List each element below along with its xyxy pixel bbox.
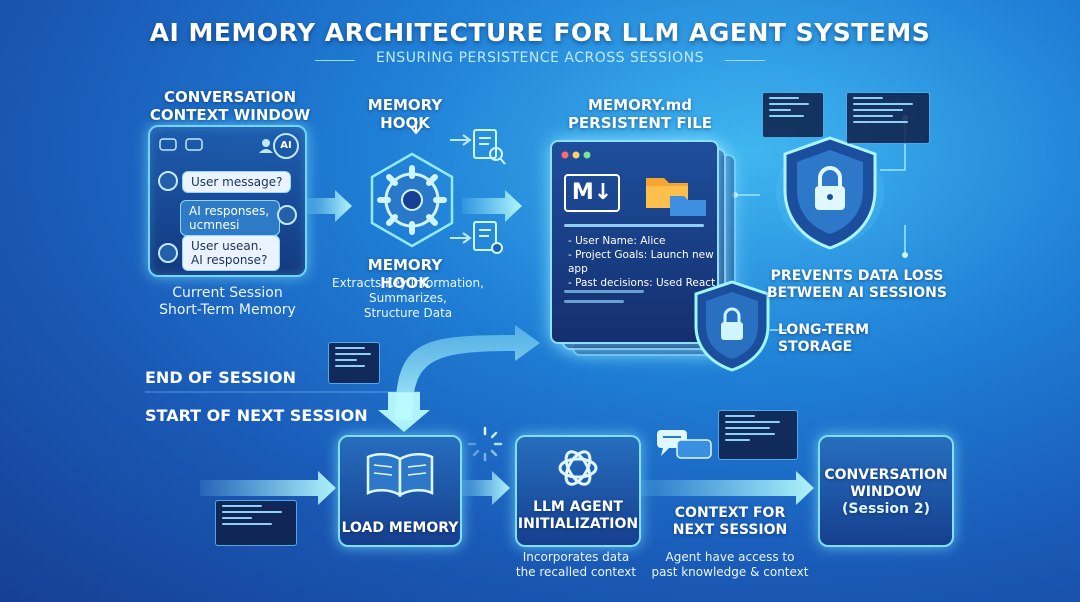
user-avatar bbox=[158, 243, 178, 263]
memory-file-document: M↓ - User Name: Alice - Project Goals: L… bbox=[550, 140, 719, 344]
loading-spinner-icon bbox=[467, 426, 503, 462]
load-memory-label: LOAD MEMORY bbox=[341, 520, 459, 536]
code-snippet-window bbox=[846, 92, 930, 144]
start-of-next-session-label: START OF NEXT SESSION bbox=[145, 406, 368, 425]
memory-hook-caption: Extracts Key Information, Summarizes, St… bbox=[332, 276, 484, 320]
context-window-caption: Current Session Short-Term Memory bbox=[159, 285, 296, 318]
arrow-curve-up bbox=[395, 325, 540, 420]
code-snippet-window bbox=[762, 92, 824, 138]
subtitle-divider-right bbox=[725, 60, 765, 61]
context-window-heading: CONVERSATION CONTEXT WINDOW bbox=[149, 88, 311, 124]
page-title: AI MEMORY ARCHITECTURE FOR LLM AGENT SYS… bbox=[149, 18, 931, 47]
prevents-data-loss-caption: PREVENTS DATA LOSS BETWEEN AI SESSIONS bbox=[767, 268, 947, 301]
code-snippet-window bbox=[328, 342, 380, 384]
shield-lock-icon bbox=[694, 280, 770, 372]
memory-entry: - Project Goals: Launch new app bbox=[568, 249, 714, 275]
gear-icon bbox=[370, 152, 454, 248]
openai-knot-icon bbox=[558, 450, 598, 486]
ai-response-bubble: AI responses, ucmnesi bbox=[180, 200, 280, 236]
agent-init-box: LLM AGENT INITIALIZATION bbox=[515, 435, 641, 547]
conversation-window-label: CONVERSATION WINDOW (Session 2) bbox=[824, 467, 948, 517]
page-subtitle: ENSURING PERSISTENCE ACROSS SESSIONS bbox=[375, 50, 705, 66]
end-of-session-label: END OF SESSION bbox=[145, 368, 296, 387]
long-term-storage-label: LONG-TERM STORAGE bbox=[778, 322, 870, 355]
book-icon bbox=[366, 453, 434, 498]
markdown-icon: M↓ bbox=[564, 174, 620, 212]
document-settings-icon bbox=[473, 221, 503, 254]
user-avatar bbox=[158, 171, 178, 191]
arrow-init-to-window bbox=[640, 471, 814, 505]
context-next-session-label: CONTEXT FOR NEXT SESSION bbox=[672, 505, 788, 538]
agent-init-label: LLM AGENT INITIALIZATION bbox=[517, 499, 639, 532]
arrow-hook-to-file bbox=[462, 190, 522, 222]
agent-init-caption: Incorporates data the recalled context bbox=[515, 550, 637, 579]
code-snippet-window bbox=[215, 500, 297, 546]
code-snippet-window bbox=[718, 410, 798, 460]
memory-entry: - User Name: Alice bbox=[568, 235, 666, 247]
document-search-icon bbox=[473, 129, 506, 165]
memory-hook-heading-top: MEMORY HOOK bbox=[367, 96, 443, 132]
chat-bubbles-icon bbox=[657, 430, 712, 459]
memory-file-heading: MEMORY.md PERSISTENT FILE bbox=[567, 96, 713, 132]
load-memory-box: LOAD MEMORY bbox=[338, 435, 462, 547]
arrow-curve-down bbox=[378, 392, 430, 432]
arrow-in-load bbox=[200, 471, 336, 505]
context-next-caption: Agent have access to past knowledge & co… bbox=[651, 550, 809, 579]
down-arrow-icon bbox=[410, 118, 422, 135]
window-dots bbox=[561, 151, 591, 159]
conversation-window-session2-box: CONVERSATION WINDOW (Session 2) bbox=[818, 435, 954, 547]
memory-file-entries: - User Name: Alice - Project Goals: Laun… bbox=[568, 234, 717, 290]
context-window-panel: AI User message? AI responses, ucmnesi U… bbox=[148, 125, 307, 277]
folder-icon bbox=[646, 178, 706, 216]
chat-icon bbox=[185, 138, 203, 151]
subtitle-divider-left bbox=[315, 60, 355, 61]
user-icon bbox=[262, 139, 270, 147]
memory-hook-heading-bottom: MEMORY HOOK bbox=[367, 256, 443, 292]
context-toolbar bbox=[159, 138, 273, 153]
arrow-context-to-hook bbox=[305, 190, 352, 222]
memory-entry: - Past decisions: Used React bbox=[568, 277, 716, 289]
ai-chip-icon: AI bbox=[273, 133, 299, 159]
chat-icon bbox=[159, 138, 177, 151]
shield-icon bbox=[776, 136, 884, 250]
user-ai-exchange-bubble: User usean. AI response? bbox=[182, 235, 280, 271]
ai-avatar bbox=[277, 205, 297, 225]
arrow-load-to-init bbox=[460, 471, 510, 505]
user-message-bubble: User message? bbox=[182, 171, 292, 193]
